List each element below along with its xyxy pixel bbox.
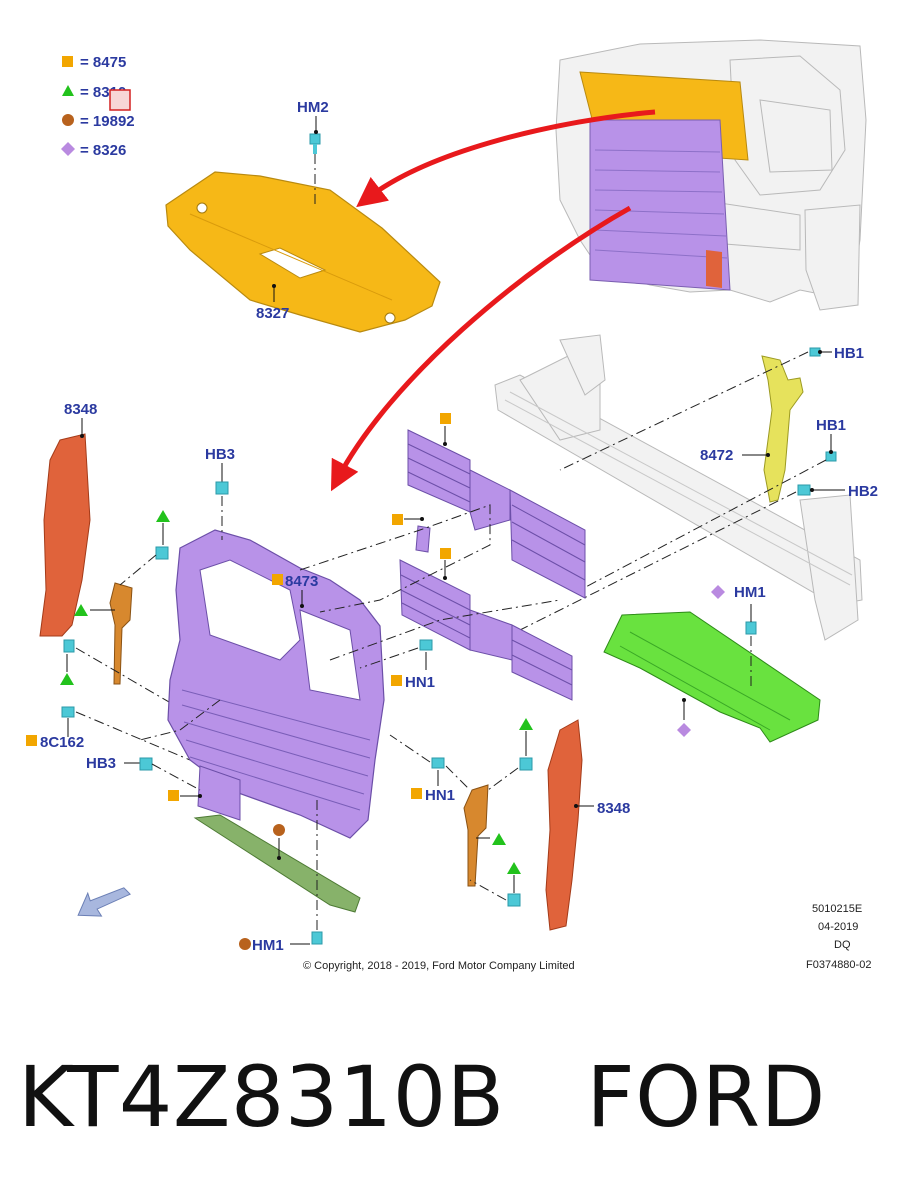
upper-shield-8327 — [165, 171, 441, 333]
legend: = 8475 = 8310 = 19892 = 8326 — [61, 54, 135, 159]
fastener-clip — [469, 879, 521, 907]
fastener-hb3-bottom — [139, 757, 201, 791]
circle-marker — [273, 824, 285, 836]
fastener-hb1-mid — [579, 434, 837, 591]
fastener-clip — [487, 757, 533, 791]
grille-shutter-upper — [407, 429, 586, 599]
callout-8348-left: 8348 — [64, 401, 97, 418]
seal-19892 — [193, 814, 361, 913]
triangle-marker — [156, 510, 170, 522]
square-marker — [440, 548, 451, 559]
red-arrow-lower — [330, 205, 632, 492]
fastener-hb2 — [519, 484, 845, 631]
square-marker — [440, 413, 451, 424]
legend-diamond-icon — [61, 142, 75, 156]
bumper-beam — [494, 334, 863, 641]
legend-triangle-icon — [62, 85, 74, 96]
side-deflector-8348-left — [39, 433, 91, 637]
callout-hm2: HM2 — [297, 99, 329, 116]
engine-bay-illustration — [555, 39, 867, 311]
bracket-left — [109, 582, 133, 685]
callout-hm1-bottom: HM1 — [252, 937, 284, 954]
triangle-marker — [519, 718, 533, 730]
side-deflector-8348-right — [545, 719, 583, 931]
callout-8473: 8473 — [285, 573, 318, 590]
bracket-right — [463, 784, 489, 887]
square-marker — [272, 574, 283, 585]
callout-hn1-upper: HN1 — [405, 674, 435, 691]
fastener-hn1-lower — [389, 734, 471, 791]
legend-item-19892: = 19892 — [80, 113, 135, 130]
triangle-marker — [507, 862, 521, 874]
callout-8c162: 8C162 — [40, 734, 84, 751]
diamond-marker — [677, 723, 691, 737]
fastener-8c162 — [61, 706, 191, 761]
info-date: 04-2019 — [818, 921, 858, 933]
vehicle-front-arrow-icon — [77, 887, 131, 917]
callout-8327: 8327 — [256, 305, 289, 322]
part-number-caption: KT4Z8310B FORD — [18, 1048, 826, 1146]
callout-hb3-bottom: HB3 — [86, 755, 116, 772]
red-arrow-upper — [356, 109, 656, 208]
grille-shutter-lower — [399, 559, 573, 701]
square-marker — [392, 514, 403, 525]
triangle-marker — [60, 673, 74, 685]
installed-air-deflector — [589, 119, 731, 291]
highlight-box — [109, 89, 131, 111]
lower-shield — [603, 611, 821, 743]
air-guide-panel — [197, 765, 241, 821]
legend-circle-icon — [62, 114, 74, 126]
callout-8472: 8472 — [700, 447, 733, 464]
callout-hn1-lower: HN1 — [425, 787, 455, 804]
copyright-notice: © Copyright, 2018 - 2019, Ford Motor Com… — [303, 960, 575, 972]
callout-hb2: HB2 — [848, 483, 878, 500]
fastener-hm1-bottom — [290, 800, 323, 945]
fastener-clip — [119, 546, 169, 586]
info-reference: F0374880-02 — [806, 959, 871, 971]
legend-square-icon — [62, 56, 73, 67]
shutter-clip — [415, 525, 431, 553]
legend-item-8475: = 8475 — [80, 54, 126, 71]
circle-marker — [239, 938, 251, 950]
fastener-hm2 — [309, 133, 321, 205]
legend-item-8326: = 8326 — [80, 142, 126, 159]
diamond-marker — [711, 585, 725, 599]
parts-diagram: = 8475 = 8310 = 19892 = 8326 . — [26, 39, 878, 972]
callout-8348-right: 8348 — [597, 800, 630, 817]
callout-hb1-mid: HB1 — [816, 417, 846, 434]
square-marker — [26, 735, 37, 746]
callout-hm1-right: HM1 — [734, 584, 766, 601]
fastener-hn1-upper — [359, 639, 433, 670]
triangle-marker — [492, 833, 506, 845]
callout-hb1-top: HB1 — [834, 345, 864, 362]
info-program: DQ — [834, 939, 851, 951]
square-marker — [391, 675, 402, 686]
square-marker — [411, 788, 422, 799]
callout-hb3-top: HB3 — [205, 446, 235, 463]
info-illustration-number: 5010215E — [812, 903, 862, 915]
triangle-marker — [74, 604, 88, 616]
square-marker — [168, 790, 179, 801]
fastener-hb1-top — [559, 347, 832, 471]
fastener-hm1-right — [745, 604, 757, 690]
bracket-8472 — [761, 355, 804, 503]
fastener-clip — [63, 639, 201, 721]
fastener-hb3-top — [215, 481, 229, 540]
